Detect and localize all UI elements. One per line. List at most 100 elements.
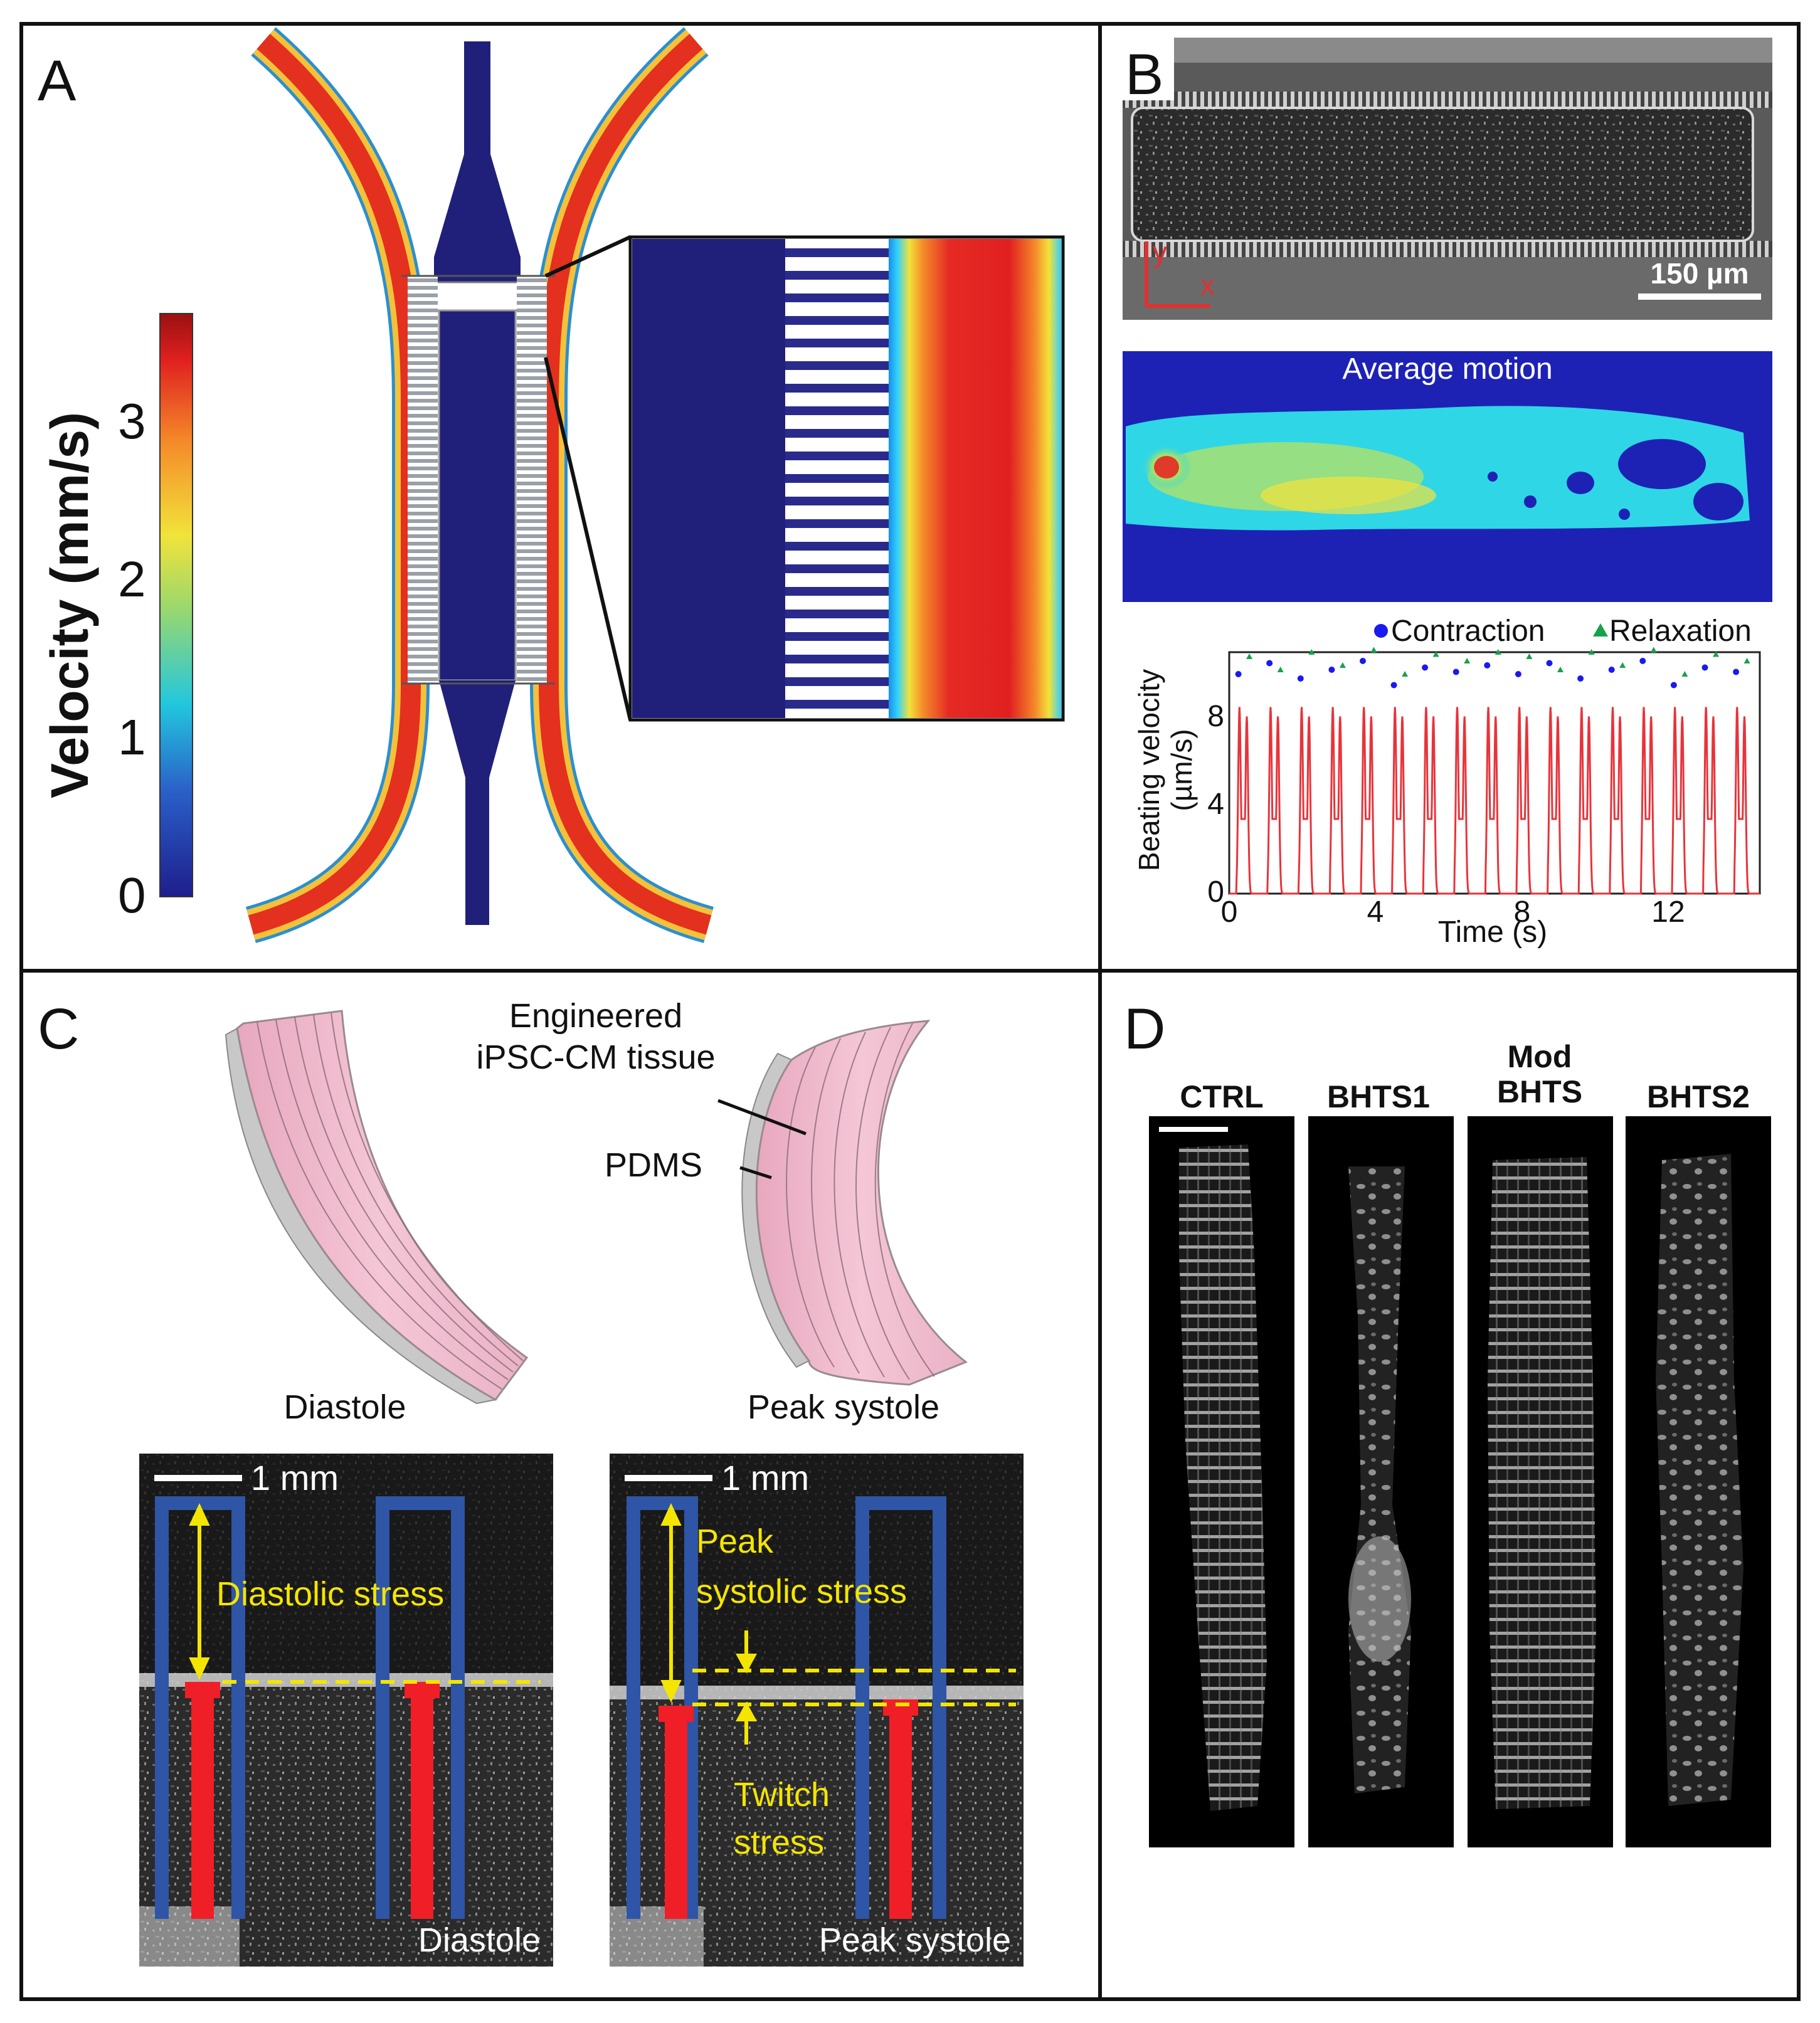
peak-stress-line1: Peak	[696, 1523, 774, 1560]
legend-relaxation-label: Relaxation	[1609, 615, 1752, 648]
flow-channel-right	[530, 27, 714, 943]
zoom-connectors	[544, 235, 632, 721]
legend-contraction-label: Contraction	[1391, 615, 1545, 648]
scalebar-1mm-left	[154, 1475, 242, 1481]
contraction-point	[1266, 660, 1273, 667]
model-callouts: Engineered iPSC-CM tissue PDMS	[476, 997, 715, 1184]
relaxation-point	[1713, 651, 1719, 657]
caption-peak-systole: Peak systole	[748, 1388, 939, 1426]
twitch-stress-line1: Twitch	[734, 1776, 830, 1814]
panel-d: D CTRL BHTS1 Mod BHTS BHTS2	[1124, 997, 1771, 1847]
xtick-8: 8	[1514, 895, 1531, 929]
model-callout-lines	[717, 1099, 807, 1180]
beating-velocity-plot	[1228, 647, 1761, 895]
markers-layer	[1235, 647, 1750, 689]
relaxation-point	[1246, 653, 1253, 659]
velocity-colorbar	[159, 313, 193, 897]
relaxation-point	[1526, 653, 1533, 659]
relaxation-point	[1370, 647, 1377, 653]
tissue-chamber	[401, 41, 555, 925]
ytick-8: 8	[1207, 700, 1224, 733]
scalebar-150um-label: 150 µm	[1651, 257, 1749, 290]
peak-systole-corner-label: Peak systole	[819, 1921, 1011, 1959]
panel-a: A 0 1 2 3 Velocity (mm/s)	[38, 27, 1065, 943]
micropost-array-left	[408, 276, 438, 684]
scalebar-1mm-right	[625, 1475, 712, 1481]
relaxation-point	[1432, 651, 1439, 657]
ytick-4: 4	[1207, 788, 1224, 821]
relaxation-point	[1277, 667, 1284, 672]
contraction-point	[1484, 662, 1491, 668]
panel-c: C	[38, 997, 1024, 1967]
plot-xlabel: Time (s)	[1438, 916, 1547, 949]
axis-x-label: x	[1200, 268, 1215, 301]
plot-legend: Contraction Relaxation	[1374, 615, 1752, 648]
contraction-point	[1515, 671, 1521, 677]
contraction-point	[1328, 667, 1335, 673]
contraction-point	[1608, 667, 1615, 673]
callout-tissue-line2: iPSC-CM tissue	[476, 1038, 715, 1076]
relaxation-point	[1650, 647, 1657, 653]
callout-pdms: PDMS	[605, 1146, 702, 1184]
twitch-stress-line2: stress	[734, 1824, 824, 1861]
panel-frames	[19, 22, 1801, 2001]
colorbar-tick-3: 3	[118, 393, 146, 449]
relaxation-point	[1557, 667, 1563, 672]
legend-relaxation-marker	[1593, 623, 1608, 636]
micropost-array-right	[517, 276, 547, 684]
peak-stress-line2: systolic stress	[696, 1573, 907, 1610]
contraction-point	[1235, 671, 1242, 677]
panel-b: B y x 150 µm Averag	[1123, 38, 1772, 949]
peak-systole-micrograph	[610, 1454, 1024, 1967]
phase-contrast-image	[1123, 38, 1772, 320]
colorbar-tick-0: 0	[118, 867, 146, 923]
contraction-point	[1639, 658, 1646, 664]
cell-image-modbhts	[1468, 1116, 1613, 1847]
cell-image-bhts1	[1308, 1116, 1454, 1847]
scalebar-1mm-left-label: 1 mm	[251, 1458, 339, 1497]
contraction-point	[1390, 682, 1397, 689]
flow-channel-left	[245, 27, 430, 943]
scalebar-150um	[1638, 293, 1761, 300]
relaxation-point	[1339, 662, 1346, 668]
relaxation-point	[1619, 662, 1626, 668]
diastole-corner-label: Diastole	[418, 1921, 541, 1959]
col-label-bhts2: BHTS2	[1647, 1079, 1750, 1114]
diastole-micrograph	[139, 1454, 553, 1967]
ytick-0: 0	[1207, 875, 1224, 909]
velocity-trace	[1229, 707, 1760, 895]
colorbar-tick-2: 2	[118, 551, 146, 607]
relaxation-point	[1308, 649, 1315, 655]
plot-xticks: 0 4 8 12	[1221, 895, 1685, 929]
contraction-point	[1733, 668, 1740, 675]
relaxation-point	[1743, 658, 1750, 663]
relaxation-point	[1402, 671, 1409, 677]
axis-y-label: y	[1153, 236, 1167, 268]
contraction-point	[1360, 658, 1366, 664]
contraction-point	[1701, 664, 1708, 671]
plot-yticks: 0 4 8	[1207, 700, 1224, 909]
model-captions: Diastole Peak systole	[283, 1388, 939, 1426]
relaxation-point	[1495, 649, 1501, 655]
xtick-4: 4	[1367, 895, 1384, 929]
colorbar-tick-1: 1	[118, 709, 146, 765]
panel-c-letter: C	[38, 997, 79, 1061]
average-motion-heatmap	[1123, 351, 1772, 602]
trace-layer	[1229, 707, 1760, 895]
scalebar-1mm-right-label: 1 mm	[721, 1458, 809, 1497]
xtick-0: 0	[1221, 895, 1238, 929]
right-stress-labels: Peak systolic stress Twitch stress	[696, 1523, 907, 1861]
cell-image-ctrl	[1149, 1116, 1294, 1847]
zoom-inset	[628, 235, 1065, 722]
relaxation-point	[1588, 649, 1595, 655]
contraction-point	[1577, 675, 1584, 682]
diastole-model	[225, 1010, 529, 1405]
contraction-point	[1452, 668, 1459, 675]
plot-ylabel-line1: Beating velocity	[1133, 669, 1165, 871]
peak-systole-model	[741, 1020, 968, 1386]
cell-image-bhts2	[1626, 1116, 1771, 1847]
col-label-modbhts-line1: Mod	[1508, 1039, 1572, 1074]
contraction-point	[1422, 664, 1429, 671]
contraction-point	[1297, 675, 1304, 682]
